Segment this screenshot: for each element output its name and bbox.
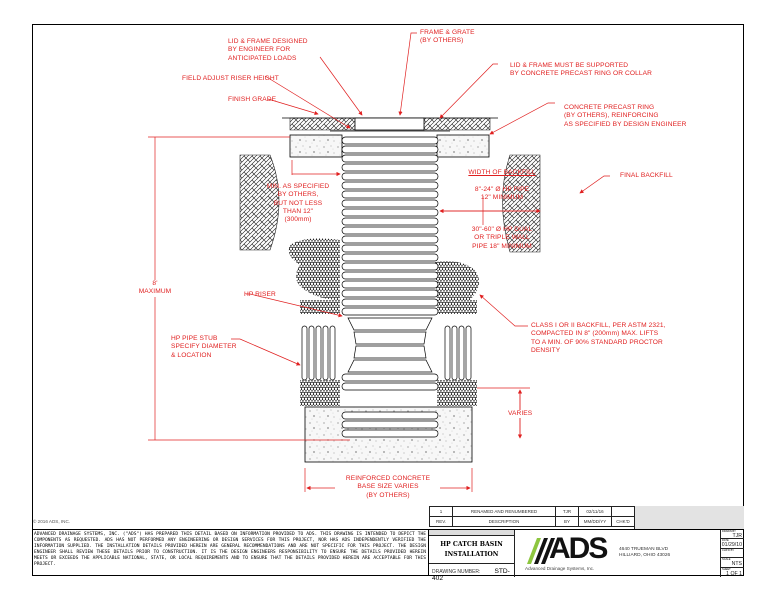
- callout-finish-grade: FINISH GRADE: [228, 96, 277, 103]
- callout-min-as-specified: MIN. AS SPECIFIED BY OTHERS, BUT NOT LES…: [266, 183, 330, 224]
- callout-width-of-backfill: WIDTH OF BACKFILL: [468, 169, 536, 176]
- rev-header-by: BY: [555, 516, 579, 527]
- revision-row: 1 RENAMED AND RENUMBERED TJR 02/11/16: [429, 506, 635, 517]
- scale-label: SCALE: [722, 558, 731, 562]
- callout-field-adjust-riser: FIELD ADJUST RISER HEIGHT: [182, 75, 279, 82]
- title-line-2: INSTALLATION: [444, 551, 499, 558]
- drawn-by-label: DRAWN BY: [722, 530, 736, 533]
- drawn-by: TJR: [732, 533, 742, 539]
- address-line-2: HILLIARD, OHIO 43026: [619, 553, 671, 559]
- rev-description: RENAMED AND RENUMBERED: [452, 506, 556, 517]
- dimension-8ft-maximum: 8' MAXIMUM: [120, 280, 190, 297]
- checked-by-cell: CHK'D BY: [721, 548, 744, 559]
- revision-header: REV. DESCRIPTION BY MM/DD/YY CHK'D: [429, 516, 635, 527]
- rev-header-date: MM/DD/YY: [578, 516, 612, 527]
- callout-lid-supported: LID & FRAME MUST BE SUPPORTED BY CONCRET…: [510, 62, 653, 78]
- callout-pipe-8-24: 8"-24" Ø HP PIPE 12" MINIMUM: [474, 186, 530, 202]
- ads-logo-slashes-icon: [527, 538, 555, 564]
- rev-by: TJR: [555, 506, 579, 517]
- rev-chkd: [611, 506, 635, 517]
- callout-precast-ring: CONCRETE PRECAST RING (BY OTHERS), REINF…: [564, 104, 687, 128]
- callout-final-backfill: FINAL BACKFILL: [620, 172, 673, 179]
- disclaimer-text: ADVANCED DRAINAGE SYSTEMS, INC. ("ADS") …: [32, 529, 429, 576]
- callout-hp-riser: HP RISER: [244, 291, 276, 298]
- scale: NTS: [731, 561, 742, 568]
- callout-frame-grate: FRAME & GRATE (BY OTHERS): [420, 29, 475, 45]
- revision-table: 1 RENAMED AND RENUMBERED TJR 02/11/16 RE…: [429, 506, 635, 527]
- drawing-number-cell: DRAWING NUMBER:STD-402: [429, 563, 515, 582]
- callout-concrete-base: REINFORCED CONCRETE BASE SIZE VARIES (BY…: [345, 475, 431, 499]
- rev-header-rev: REV.: [429, 516, 453, 527]
- callout-pipe-30-60: 30"-60" Ø HP DUAL OR TRIPLE WALL PIPE 18…: [471, 226, 533, 250]
- copyright: © 2016 ADS, INC.: [33, 519, 71, 524]
- drawing-title: HP CATCH BASIN INSTALLATION: [429, 535, 515, 563]
- sheet: 1 OF 1: [726, 570, 742, 577]
- drawing-number-label: DRAWING NUMBER:: [432, 569, 481, 575]
- rev-header-chkd: CHK'D: [611, 516, 635, 527]
- rev-number: 1: [429, 506, 453, 517]
- date: 01/29/10: [721, 542, 742, 549]
- callout-hp-pipe-stub: HP PIPE STUB SPECIFY DIAMETER & LOCATION: [171, 335, 237, 359]
- drawing-number: STD-402: [432, 568, 510, 582]
- checked-by-label: CHK'D BY: [722, 548, 735, 552]
- callout-class-backfill: CLASS I OR II BACKFILL, PER ASTM 2321, C…: [531, 322, 666, 354]
- rev-header-description: DESCRIPTION: [452, 516, 556, 527]
- ads-logo-subtitle: Advanced Drainage Systems, Inc.: [525, 566, 595, 571]
- callout-lid-frame-designed: LID & FRAME DESIGNED BY ENGINEER FOR ANT…: [228, 38, 308, 62]
- dimension-varies: VARIES: [508, 410, 533, 419]
- date-label: DATE: [722, 539, 729, 543]
- title-line-1: HP CATCH BASIN: [440, 541, 503, 548]
- title-block: HP CATCH BASIN INSTALLATION DRAWING NUMB…: [429, 529, 744, 582]
- revision-blank-area: [634, 506, 744, 529]
- ads-logo-text: ADS: [549, 532, 608, 565]
- title-grey-bar: [429, 530, 515, 535]
- drawing-sheet-border: [32, 24, 744, 576]
- sheet-label: SHEET: [722, 567, 731, 571]
- company-address: 4640 TRUEMAN BLVD HILLIARD, OHIO 43026: [619, 547, 670, 560]
- address-line-1: 4640 TRUEMAN BLVD: [619, 547, 669, 552]
- rev-date: 02/11/16: [578, 506, 612, 517]
